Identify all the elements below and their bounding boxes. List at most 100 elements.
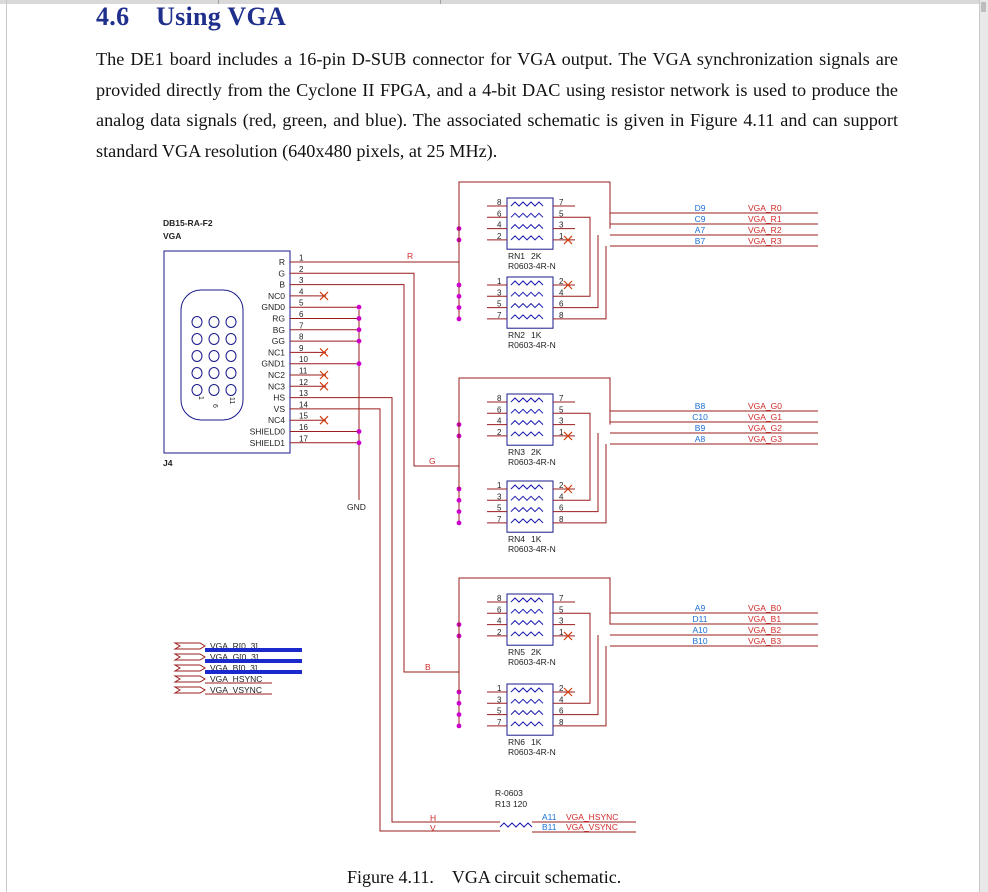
resistor-zigzag — [510, 619, 544, 626]
fpga-pin-label: C9 — [695, 214, 706, 224]
resnet-pin-number: 8 — [497, 198, 502, 207]
resistor-zigzag — [510, 687, 544, 693]
sync-resistor-value: R13 120 — [495, 799, 527, 809]
bus-port-arrow — [173, 642, 206, 650]
resistor-zigzag — [510, 597, 544, 603]
dsub-pin-hole — [191, 316, 203, 328]
connector-name-label: VGA — [163, 231, 181, 241]
net-label-b: B — [425, 662, 431, 672]
vertical-scrollbar[interactable] — [979, 0, 988, 892]
connector-pin-name: G — [278, 268, 285, 278]
fpga-pin-label: B8 — [695, 401, 706, 411]
resnet-pin-number: 1 — [559, 628, 564, 637]
resnet-link-wire — [575, 612, 591, 704]
resistor-zigzag — [510, 408, 544, 415]
scrollbar-thumb[interactable] — [981, 2, 986, 12]
dsub-pin-hole — [191, 350, 203, 362]
connector-pin-name: SHIELD1 — [250, 438, 286, 448]
resistor-zigzag — [510, 201, 544, 207]
figure-number: Figure 4.11. — [347, 867, 434, 887]
resnet-pin-number: 5 — [559, 209, 564, 218]
resnet-link-wire — [575, 444, 607, 524]
resnet-ref-label: RN2 — [508, 330, 525, 340]
resnet-pin-number: 6 — [559, 707, 564, 716]
bus-port-label: VGA_G[0..3] — [210, 652, 258, 662]
resnet-value-label: 2K — [531, 647, 542, 657]
section-paragraph: The DE1 board includes a 16-pin D-SUB co… — [96, 49, 898, 161]
gnd-label: GND — [347, 502, 366, 512]
resnet-pin-number: 2 — [559, 481, 564, 490]
connector-pin-number: 17 — [299, 434, 308, 443]
junction-dot — [456, 305, 462, 310]
resnet-body — [506, 683, 554, 736]
resistor-zigzag — [510, 280, 544, 286]
no-connect-mark — [563, 431, 573, 441]
connector-pin-number: 14 — [299, 400, 308, 409]
figure-caption: Figure 4.11.VGA circuit schematic. — [347, 867, 621, 888]
junction-dot — [456, 712, 462, 717]
resnet-value-label: 2K — [531, 251, 542, 261]
net-label-h: H — [430, 813, 436, 823]
fpga-pin-label: B7 — [695, 236, 706, 246]
hsync-net-wire — [318, 397, 500, 823]
connector-pin-name: RG — [272, 314, 285, 324]
dsub-shell — [180, 289, 244, 421]
resnet-pin-number: 3 — [559, 617, 564, 626]
dsub-pin-hole — [225, 316, 237, 328]
resistor-zigzag — [510, 235, 544, 241]
fpga-signal-label: VGA_R2 — [748, 225, 782, 235]
window-top-bar — [0, 0, 988, 4]
junction-dot — [356, 440, 362, 446]
dsub-pin-hole — [208, 384, 220, 396]
fpga-signal-label: VGA_R1 — [748, 214, 782, 224]
resnet-pin-number: 3 — [497, 288, 502, 297]
connector-part-label: DB15-RA-F2 — [163, 218, 213, 228]
resnet-value-label: 1K — [531, 330, 542, 340]
dsub-pin-hole — [208, 350, 220, 362]
resnet-pin-number: 5 — [559, 605, 564, 614]
fpga-pin-label: B9 — [695, 423, 706, 433]
no-connect-mark — [563, 484, 573, 494]
fpga-signal-label: VGA_B0 — [748, 603, 781, 613]
bus-port-arrow — [173, 664, 206, 672]
resistor-zigzag — [499, 822, 533, 828]
resnet-pin-number: 1 — [497, 277, 502, 286]
sync-resistor-part: R-0603 — [495, 788, 523, 798]
connector-pin-name: NC4 — [268, 415, 285, 425]
resnet-pin-number: 7 — [559, 594, 564, 603]
resnet-pin-number: 6 — [497, 605, 502, 614]
resnet-part-label: R0603-4R-N — [508, 747, 556, 757]
resnet-pin-number: 5 — [497, 300, 502, 309]
resistor-zigzag — [510, 291, 544, 298]
resnet-pin-number: 2 — [559, 277, 564, 286]
dsub-pin-number-label: 11 — [228, 397, 235, 404]
resnet-pin-number: 2 — [559, 684, 564, 693]
junction-dot — [456, 293, 462, 299]
green-net-wire — [318, 272, 460, 489]
resnet-pin-number: 7 — [497, 718, 502, 727]
resnet-ref-label: RN4 — [508, 534, 525, 544]
resnet-value-label: 2K — [531, 447, 542, 457]
sync-pin-label: B11 — [542, 822, 557, 832]
bus-port-arrow — [173, 653, 206, 661]
fpga-pin-label: D11 — [693, 614, 708, 624]
resnet-body — [506, 393, 554, 446]
fpga-signal-label: VGA_B1 — [748, 614, 781, 624]
dsub-pin-hole — [191, 333, 203, 345]
bus-port-label: VGA_VSYNC — [210, 685, 262, 695]
resnet-link-wire — [575, 412, 591, 501]
resistor-zigzag — [510, 431, 544, 437]
resistor-zigzag — [510, 397, 544, 403]
resistor-zigzag — [510, 495, 544, 502]
resistor-zigzag — [510, 698, 544, 705]
junction-dot — [356, 327, 362, 333]
no-connect-mark — [319, 381, 329, 391]
vsync-net-wire — [318, 408, 500, 832]
resnet-pin-number: 2 — [497, 232, 502, 241]
connector-pin-number: 3 — [299, 276, 304, 285]
resnet-body — [506, 480, 554, 533]
fpga-pin-label: A8 — [695, 434, 706, 444]
resistor-zigzag — [510, 419, 544, 426]
junction-dot — [456, 497, 462, 503]
resnet-link-wire — [575, 216, 591, 297]
